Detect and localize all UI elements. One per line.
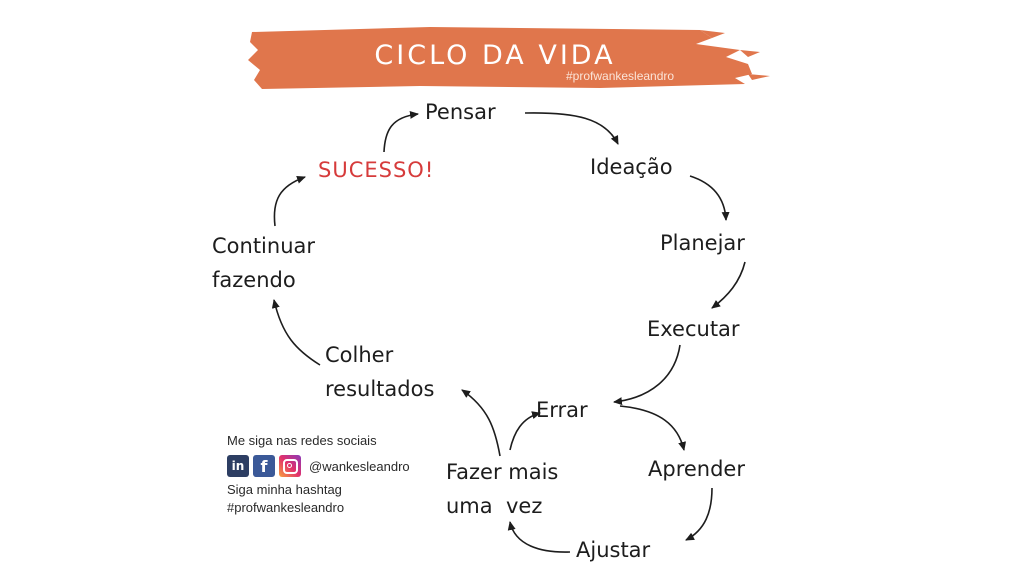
node-colher-resultados: Colher resultados (325, 338, 434, 406)
node-errar: Errar (536, 398, 588, 422)
facebook-icon[interactable]: f (253, 455, 275, 477)
node-sucesso: SUCESSO! (318, 158, 435, 182)
banner-hashtag: #profwankesleandro (566, 69, 675, 83)
node-ideacao: Ideação (590, 155, 673, 179)
arrow-planejar-executar (711, 261, 746, 309)
arrow-sucesso-pensar (383, 110, 419, 153)
node-planejar: Planejar (660, 231, 745, 255)
node-aprender: Aprender (648, 457, 745, 481)
node-colher-line2: resultados (325, 377, 435, 401)
node-continuar-fazendo: Continuar fazendo (212, 229, 315, 297)
node-pensar: Pensar (425, 100, 496, 124)
social-icons-row: in f @wankesleandro (227, 455, 410, 477)
social-hashtag[interactable]: #profwankesleandro (227, 500, 345, 515)
arrow-pensar-ideacao (524, 112, 619, 145)
arrow-ajustar-fazer (507, 521, 571, 553)
arrow-fazer-errar (509, 411, 541, 451)
banner-title: CICLO DA VIDA (374, 40, 616, 71)
arrow-fazer-colher (461, 389, 501, 457)
instagram-icon[interactable] (279, 455, 301, 477)
social-block: Me siga nas redes sociais in f @wankesle… (227, 432, 410, 517)
arrow-continuar-sucesso (273, 175, 306, 227)
arrow-colher-continuar (271, 299, 321, 366)
node-fazer-mais-line1: Fazer mais (446, 460, 559, 484)
linkedin-icon[interactable]: in (227, 455, 249, 477)
node-fazer-mais-line2: uma vez (446, 494, 543, 518)
node-fazer-mais: Fazer mais uma vez (446, 455, 558, 523)
node-continuar-line1: Continuar (212, 234, 316, 258)
hashtag-intro: Siga minha hashtag (227, 482, 342, 497)
arrow-aprender-ajustar (685, 487, 713, 541)
node-colher-line1: Colher (325, 343, 394, 367)
arrow-executar-errar (613, 344, 681, 406)
social-intro: Me siga nas redes sociais (227, 433, 377, 448)
node-continuar-line2: fazendo (212, 268, 296, 292)
arrow-errar-aprender (619, 405, 687, 451)
node-executar: Executar (647, 317, 740, 341)
social-handle[interactable]: @wankesleandro (309, 458, 410, 474)
node-ajustar: Ajustar (576, 538, 651, 562)
arrow-ideacao-planejar (689, 175, 730, 221)
